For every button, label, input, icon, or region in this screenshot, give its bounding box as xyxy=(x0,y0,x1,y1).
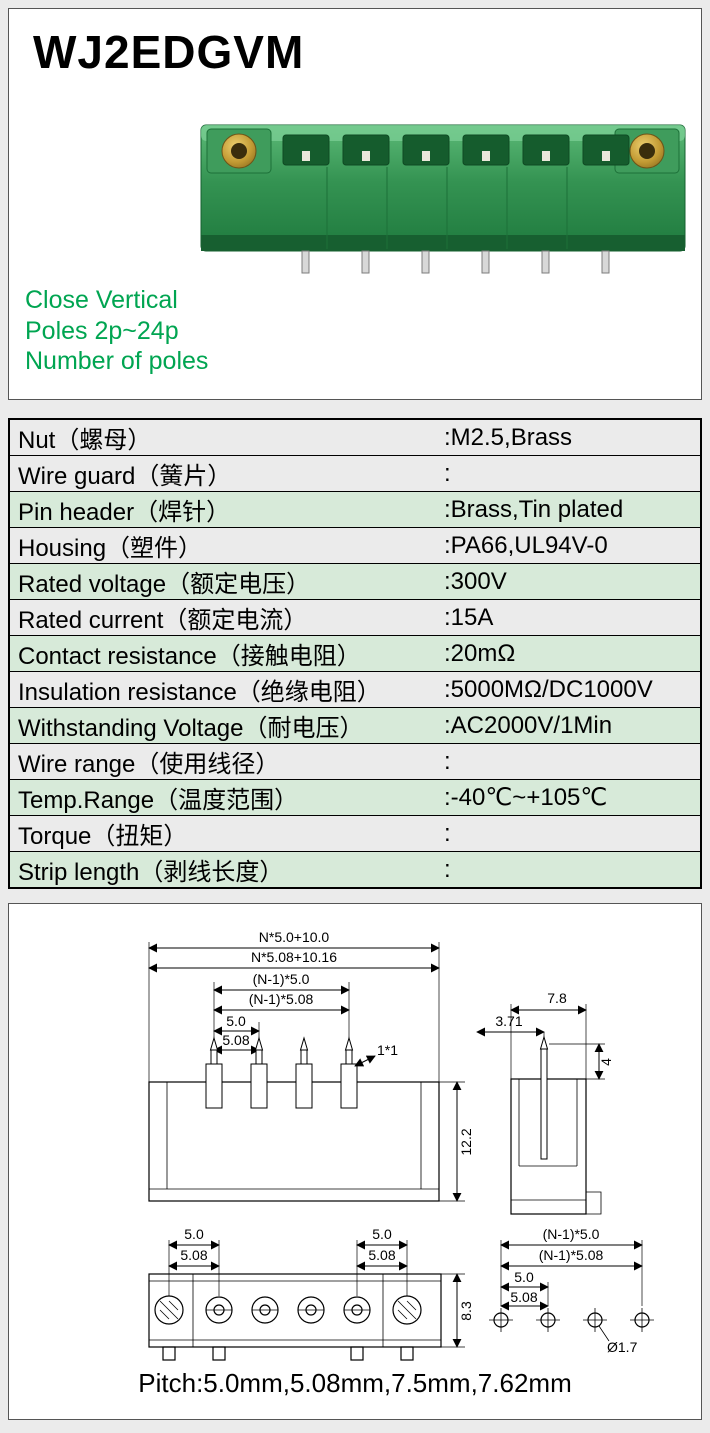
brass-nut-right xyxy=(629,133,665,169)
spec-table-body: Nut（螺母） :M2.5,Brass Wire guard（簧片） : Pin… xyxy=(9,418,701,889)
dimension-drawing-panel: N*5.0+10.0 N*5.08+10.16 (N-1)*5.0 (N-1)*… xyxy=(8,903,702,1420)
dim-label: 5.08 xyxy=(222,1032,249,1048)
pitch-note: Pitch:5.0mm,5.08mm,7.5mm,7.62mm xyxy=(138,1368,572,1398)
dim-label: 5.08 xyxy=(510,1289,537,1305)
front-view: N*5.0+10.0 N*5.08+10.16 (N-1)*5.0 (N-1)*… xyxy=(148,929,474,1202)
spec-label: Rated current（额定电流） xyxy=(9,599,436,636)
spec-value: :M2.5,Brass xyxy=(436,418,701,456)
feature-line: Poles 2p~24p xyxy=(25,316,179,345)
brass-nut-left xyxy=(221,133,257,169)
dim-label: 5.0 xyxy=(184,1226,204,1242)
dim-label: (N-1)*5.08 xyxy=(249,991,314,1007)
spec-row: Torque（扭矩） : xyxy=(9,815,701,852)
spec-label: Pin header（焊针） xyxy=(9,491,436,528)
dimension-drawing: N*5.0+10.0 N*5.08+10.16 (N-1)*5.0 (N-1)*… xyxy=(148,929,655,1361)
dim-label: 4 xyxy=(598,1058,614,1066)
spec-label: Insulation resistance（绝缘电阻） xyxy=(9,671,436,708)
spec-value: :5000MΩ/DC1000V xyxy=(436,671,701,708)
spec-row: Housing（塑件） :PA66,UL94V-0 xyxy=(9,527,701,564)
spec-row: Pin header（焊针） :Brass,Tin plated xyxy=(9,491,701,528)
spec-value: :AC2000V/1Min xyxy=(436,707,701,744)
spec-table: Nut（螺母） :M2.5,Brass Wire guard（簧片） : Pin… xyxy=(8,418,702,889)
dim-label: 12.2 xyxy=(458,1128,474,1155)
dim-label: 7.8 xyxy=(547,990,567,1006)
spec-label: Contact resistance（接触电阻） xyxy=(9,635,436,672)
dim-label: (N-1)*5.0 xyxy=(253,971,310,987)
spec-value: : xyxy=(436,455,701,492)
dim-label: 3.71 xyxy=(495,1013,522,1029)
bottom-view: 5.0 5.08 5.0 5.08 xyxy=(148,1226,474,1361)
socket-slots xyxy=(282,134,630,166)
spec-value: : xyxy=(436,851,701,889)
dim-label: N*5.08+10.16 xyxy=(251,949,337,965)
spec-value: :15A xyxy=(436,599,701,636)
product-panel: WJ2EDGVM xyxy=(8,8,702,400)
spec-label: Nut（螺母） xyxy=(9,418,436,456)
spec-row: Withstanding Voltage（耐电压） :AC2000V/1Min xyxy=(9,707,701,744)
dim-label: 5.0 xyxy=(372,1226,392,1242)
spec-value: :-40℃~+105℃ xyxy=(436,779,701,816)
spec-label: Wire range（使用线径） xyxy=(9,743,436,780)
spec-row: Temp.Range（温度范围） :-40℃~+105℃ xyxy=(9,779,701,816)
dim-label: N*5.0+10.0 xyxy=(259,929,330,945)
spec-label: Strip length（剥线长度） xyxy=(9,851,436,889)
feature-list: Close Vertical Poles 2p~24p Number of po… xyxy=(25,285,208,377)
dim-label: (N-1)*5.0 xyxy=(543,1226,600,1242)
spec-row: Nut（螺母） :M2.5,Brass xyxy=(9,418,701,456)
feature-line: Number of poles xyxy=(25,347,209,375)
dim-label: Ø1.7 xyxy=(607,1339,638,1355)
dim-label: 1*1 xyxy=(377,1042,398,1058)
dim-label: 5.08 xyxy=(368,1247,395,1263)
page-title: WJ2EDGVM xyxy=(33,26,305,78)
spec-value: :300V xyxy=(436,563,701,600)
dim-label: 8.3 xyxy=(458,1301,474,1321)
solder-pins xyxy=(301,250,610,274)
spec-value: :Brass,Tin plated xyxy=(436,491,701,528)
spec-value: :PA66,UL94V-0 xyxy=(436,527,701,564)
spec-label: Rated voltage（额定电压） xyxy=(9,563,436,600)
dim-label: (N-1)*5.08 xyxy=(539,1247,604,1263)
side-view: 7.8 3.71 4 xyxy=(476,990,614,1215)
spec-value: : xyxy=(436,815,701,852)
dim-label: 5.08 xyxy=(180,1247,207,1263)
dim-label: 5.0 xyxy=(226,1013,246,1029)
spec-row: Wire guard（簧片） : xyxy=(9,455,701,492)
spec-label: Torque（扭矩） xyxy=(9,815,436,852)
spec-row: Rated voltage（额定电压） :300V xyxy=(9,563,701,600)
mount-hole-right xyxy=(392,1295,422,1325)
spec-value: : xyxy=(436,743,701,780)
spec-row: Rated current（额定电流） :15A xyxy=(9,599,701,636)
feature-line: Close Vertical xyxy=(25,286,178,314)
spec-label: Housing（塑件） xyxy=(9,527,436,564)
spec-value: :20mΩ xyxy=(436,635,701,672)
spec-row: Contact resistance（接触电阻） :20mΩ xyxy=(9,635,701,672)
spec-label: Temp.Range（温度范围） xyxy=(9,779,436,816)
dim-label: 5.0 xyxy=(514,1269,534,1285)
spec-row: Insulation resistance（绝缘电阻） :5000MΩ/DC10… xyxy=(9,671,701,708)
product-photo xyxy=(200,124,686,274)
spec-row: Strip length（剥线长度） : xyxy=(9,851,701,889)
hole-pattern-view: (N-1)*5.0 (N-1)*5.08 5.0 5.08 Ø1.7 xyxy=(488,1226,655,1355)
spec-label: Withstanding Voltage（耐电压） xyxy=(9,707,436,744)
mount-hole-left xyxy=(154,1295,184,1325)
spec-row: Wire range（使用线径） : xyxy=(9,743,701,780)
spec-label: Wire guard（簧片） xyxy=(9,455,436,492)
